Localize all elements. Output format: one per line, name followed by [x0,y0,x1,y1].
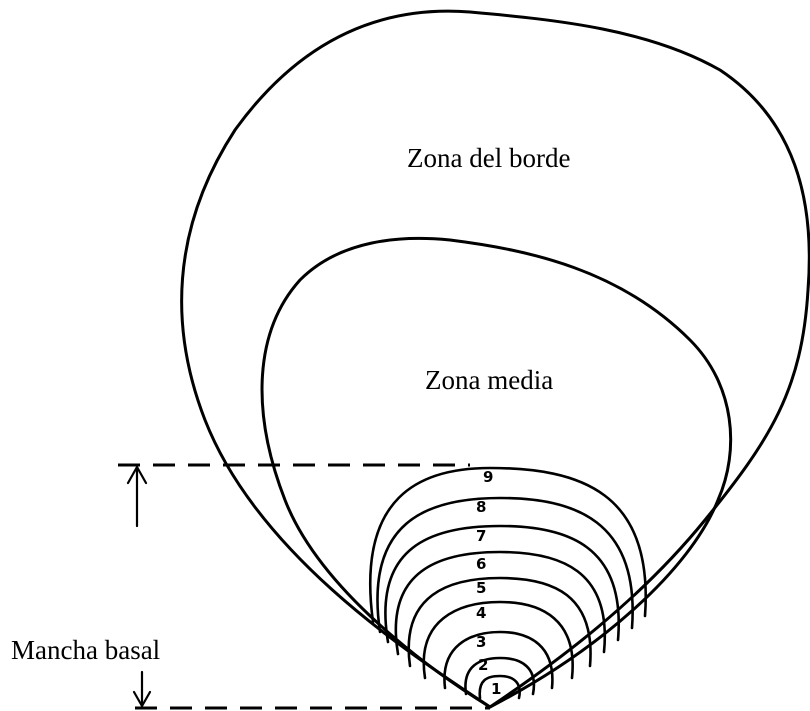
basal-ring-6 [394,550,607,656]
ring-number-1: 1 [491,680,501,698]
ring-number-8: 8 [476,498,486,516]
upward-arrow-icon [126,465,148,528]
ring-number-6: 6 [476,555,486,573]
middle-zone-outline [260,236,733,709]
basal-ring-5 [407,576,592,668]
petal-outer-outline [180,9,810,709]
ring-number-2: 2 [478,656,488,674]
downward-arrow-icon [132,670,152,708]
label-zona-del-borde: Zona del borde [407,143,570,173]
ring-number-3: 3 [476,633,486,651]
basal-ring-3 [443,630,554,690]
ring-numbers: 9 8 7 6 5 4 3 2 1 [476,468,501,698]
basal-ring-8 [376,496,634,634]
ring-number-9: 9 [483,468,493,486]
label-mancha-basal: Mancha basal [11,635,160,665]
basal-ring-1 [478,674,521,700]
ring-number-7: 7 [476,527,486,545]
basal-ring-9 [368,466,648,624]
basal-ring-7 [384,524,621,644]
basal-ring-4 [422,600,574,680]
basal-ring-2 [464,656,536,696]
basal-spot-rings [368,466,648,700]
label-zona-media: Zona media [425,365,553,395]
ring-number-5: 5 [476,579,486,597]
ring-number-4: 4 [476,604,486,622]
